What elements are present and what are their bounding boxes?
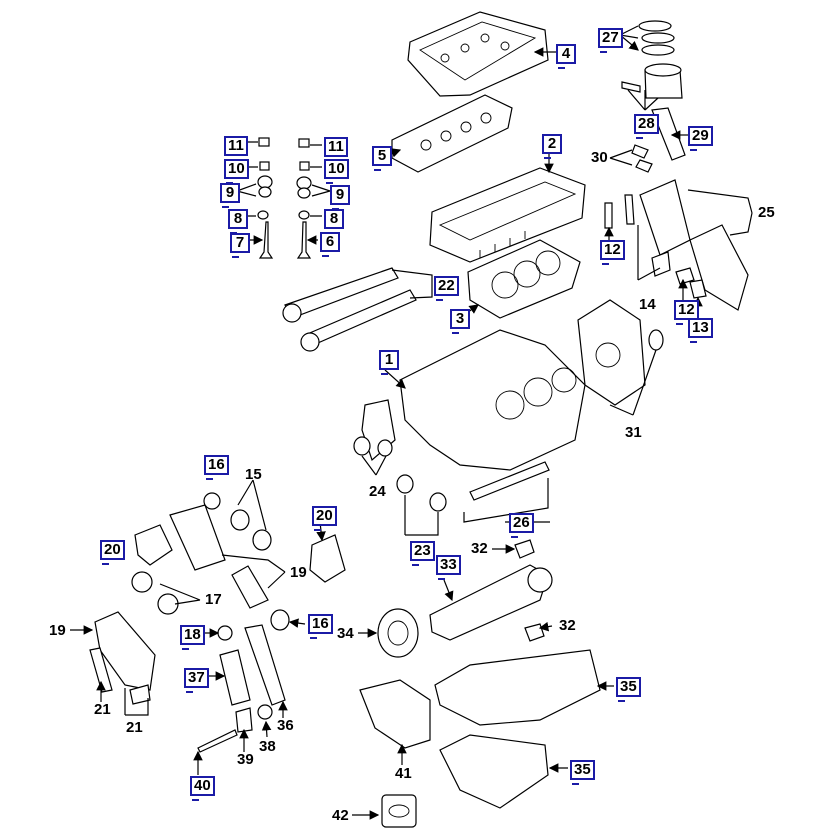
timing-belt-long [244,624,286,706]
callout-30-label: 30 [591,149,608,166]
timing-belt-small [231,565,269,609]
callout-4-link[interactable]: 4 [556,44,576,69]
idlers-15 [230,509,272,551]
callout-15-label: 15 [245,466,262,483]
callout-24-label: 24 [369,483,386,500]
callout-40-link[interactable]: 40 [190,776,215,801]
crank-pulley [377,608,419,658]
callout-31-label: 31 [625,424,642,441]
crankshaft [429,564,553,641]
sprocket-38 [257,704,273,720]
piston [621,63,683,99]
callout-37-link[interactable]: 37 [184,668,209,693]
callout-35-link[interactable]: 35 [616,677,641,702]
main-bearing-upper [514,539,535,559]
callout-32-label: 32 [559,617,576,634]
cylinder-head [429,167,586,263]
seal-23b [429,492,447,512]
idler-18 [217,625,233,641]
callout-16-link[interactable]: 16 [308,614,333,639]
callout-21-label: 21 [94,701,111,718]
callout-19-label: 19 [290,564,307,581]
timing-belt-upper [169,504,226,571]
callout-11-link[interactable]: 11 [324,137,348,162]
mount-bracket [359,679,431,749]
callout-29-link[interactable]: 29 [688,126,713,151]
callout-9-link[interactable]: 9 [330,185,350,210]
idlers-16-top [203,492,221,510]
callout-42-label: 42 [332,807,349,824]
rear-cover [577,299,664,406]
piston-rings [638,20,675,56]
sprockets-17 [131,571,179,615]
seal-23a [396,474,414,494]
callout-10-link[interactable]: 10 [324,159,349,184]
callout-8-link[interactable]: 8 [228,209,248,234]
oil-pan-upper [434,649,601,726]
callout-17-label: 17 [205,591,222,608]
callout-12-link[interactable]: 12 [600,240,625,265]
callout-22-link[interactable]: 22 [434,276,459,301]
callout-23-link[interactable]: 23 [410,541,435,566]
callout-25-label: 25 [758,204,775,221]
callout-7-link[interactable]: 7 [230,233,250,258]
callout-2-link[interactable]: 2 [542,134,562,159]
callout-13-link[interactable]: 13 [688,318,713,343]
engine-block [399,329,586,471]
valve-cover [407,11,549,97]
callout-16-link[interactable]: 16 [204,455,229,480]
callout-33-link[interactable]: 33 [436,555,461,580]
guide-21b [129,684,151,705]
timing-cover-upper [639,179,691,256]
oil-filter [381,794,417,828]
callout-38-label: 38 [259,738,276,755]
callout-28-link[interactable]: 28 [634,114,659,139]
head-gasket [467,239,581,319]
callout-14-label: 14 [639,296,656,313]
callout-34-label: 34 [337,625,354,642]
tensioner-20-left [134,524,173,566]
idler-16-lower [270,609,290,631]
tensioner-20-right [309,534,346,583]
gasket-holes [420,112,492,151]
callout-1-link[interactable]: 1 [379,350,399,375]
oil-pan-lower [439,734,549,809]
callout-19-label: 19 [49,622,66,639]
camshafts [282,267,417,352]
callout-20-link[interactable]: 20 [100,540,125,565]
guide-21 [89,647,113,693]
front-cover-seals [353,399,396,462]
callout-35-link[interactable]: 35 [570,760,595,785]
callout-36-label: 36 [277,717,294,734]
callout-6-link[interactable]: 6 [320,232,340,257]
callout-3-link[interactable]: 3 [450,309,470,334]
callout-26-link[interactable]: 26 [509,513,534,538]
callout-5-link[interactable]: 5 [372,146,392,171]
callout-39-label: 39 [237,751,254,768]
bolt-40 [197,729,238,753]
main-bearing-lower [524,623,545,642]
callout-32-label: 32 [471,540,488,557]
cover-gasket [391,94,513,173]
callout-9-link[interactable]: 9 [220,183,240,208]
callout-10-link[interactable]: 10 [224,159,249,184]
callout-27-link[interactable]: 27 [598,28,623,53]
balance-shaft [469,461,550,501]
callout-18-link[interactable]: 18 [180,625,205,650]
callout-20-link[interactable]: 20 [312,506,337,531]
connecting-rod [651,107,686,161]
rod-bearings [631,144,653,173]
callout-8-link[interactable]: 8 [324,209,344,234]
callout-11-link[interactable]: 11 [224,136,248,161]
guide-37 [219,649,251,706]
callout-12-link[interactable]: 12 [674,300,699,325]
tensioner-39 [235,707,253,733]
callout-41-label: 41 [395,765,412,782]
callout-21-label: 21 [126,719,143,736]
